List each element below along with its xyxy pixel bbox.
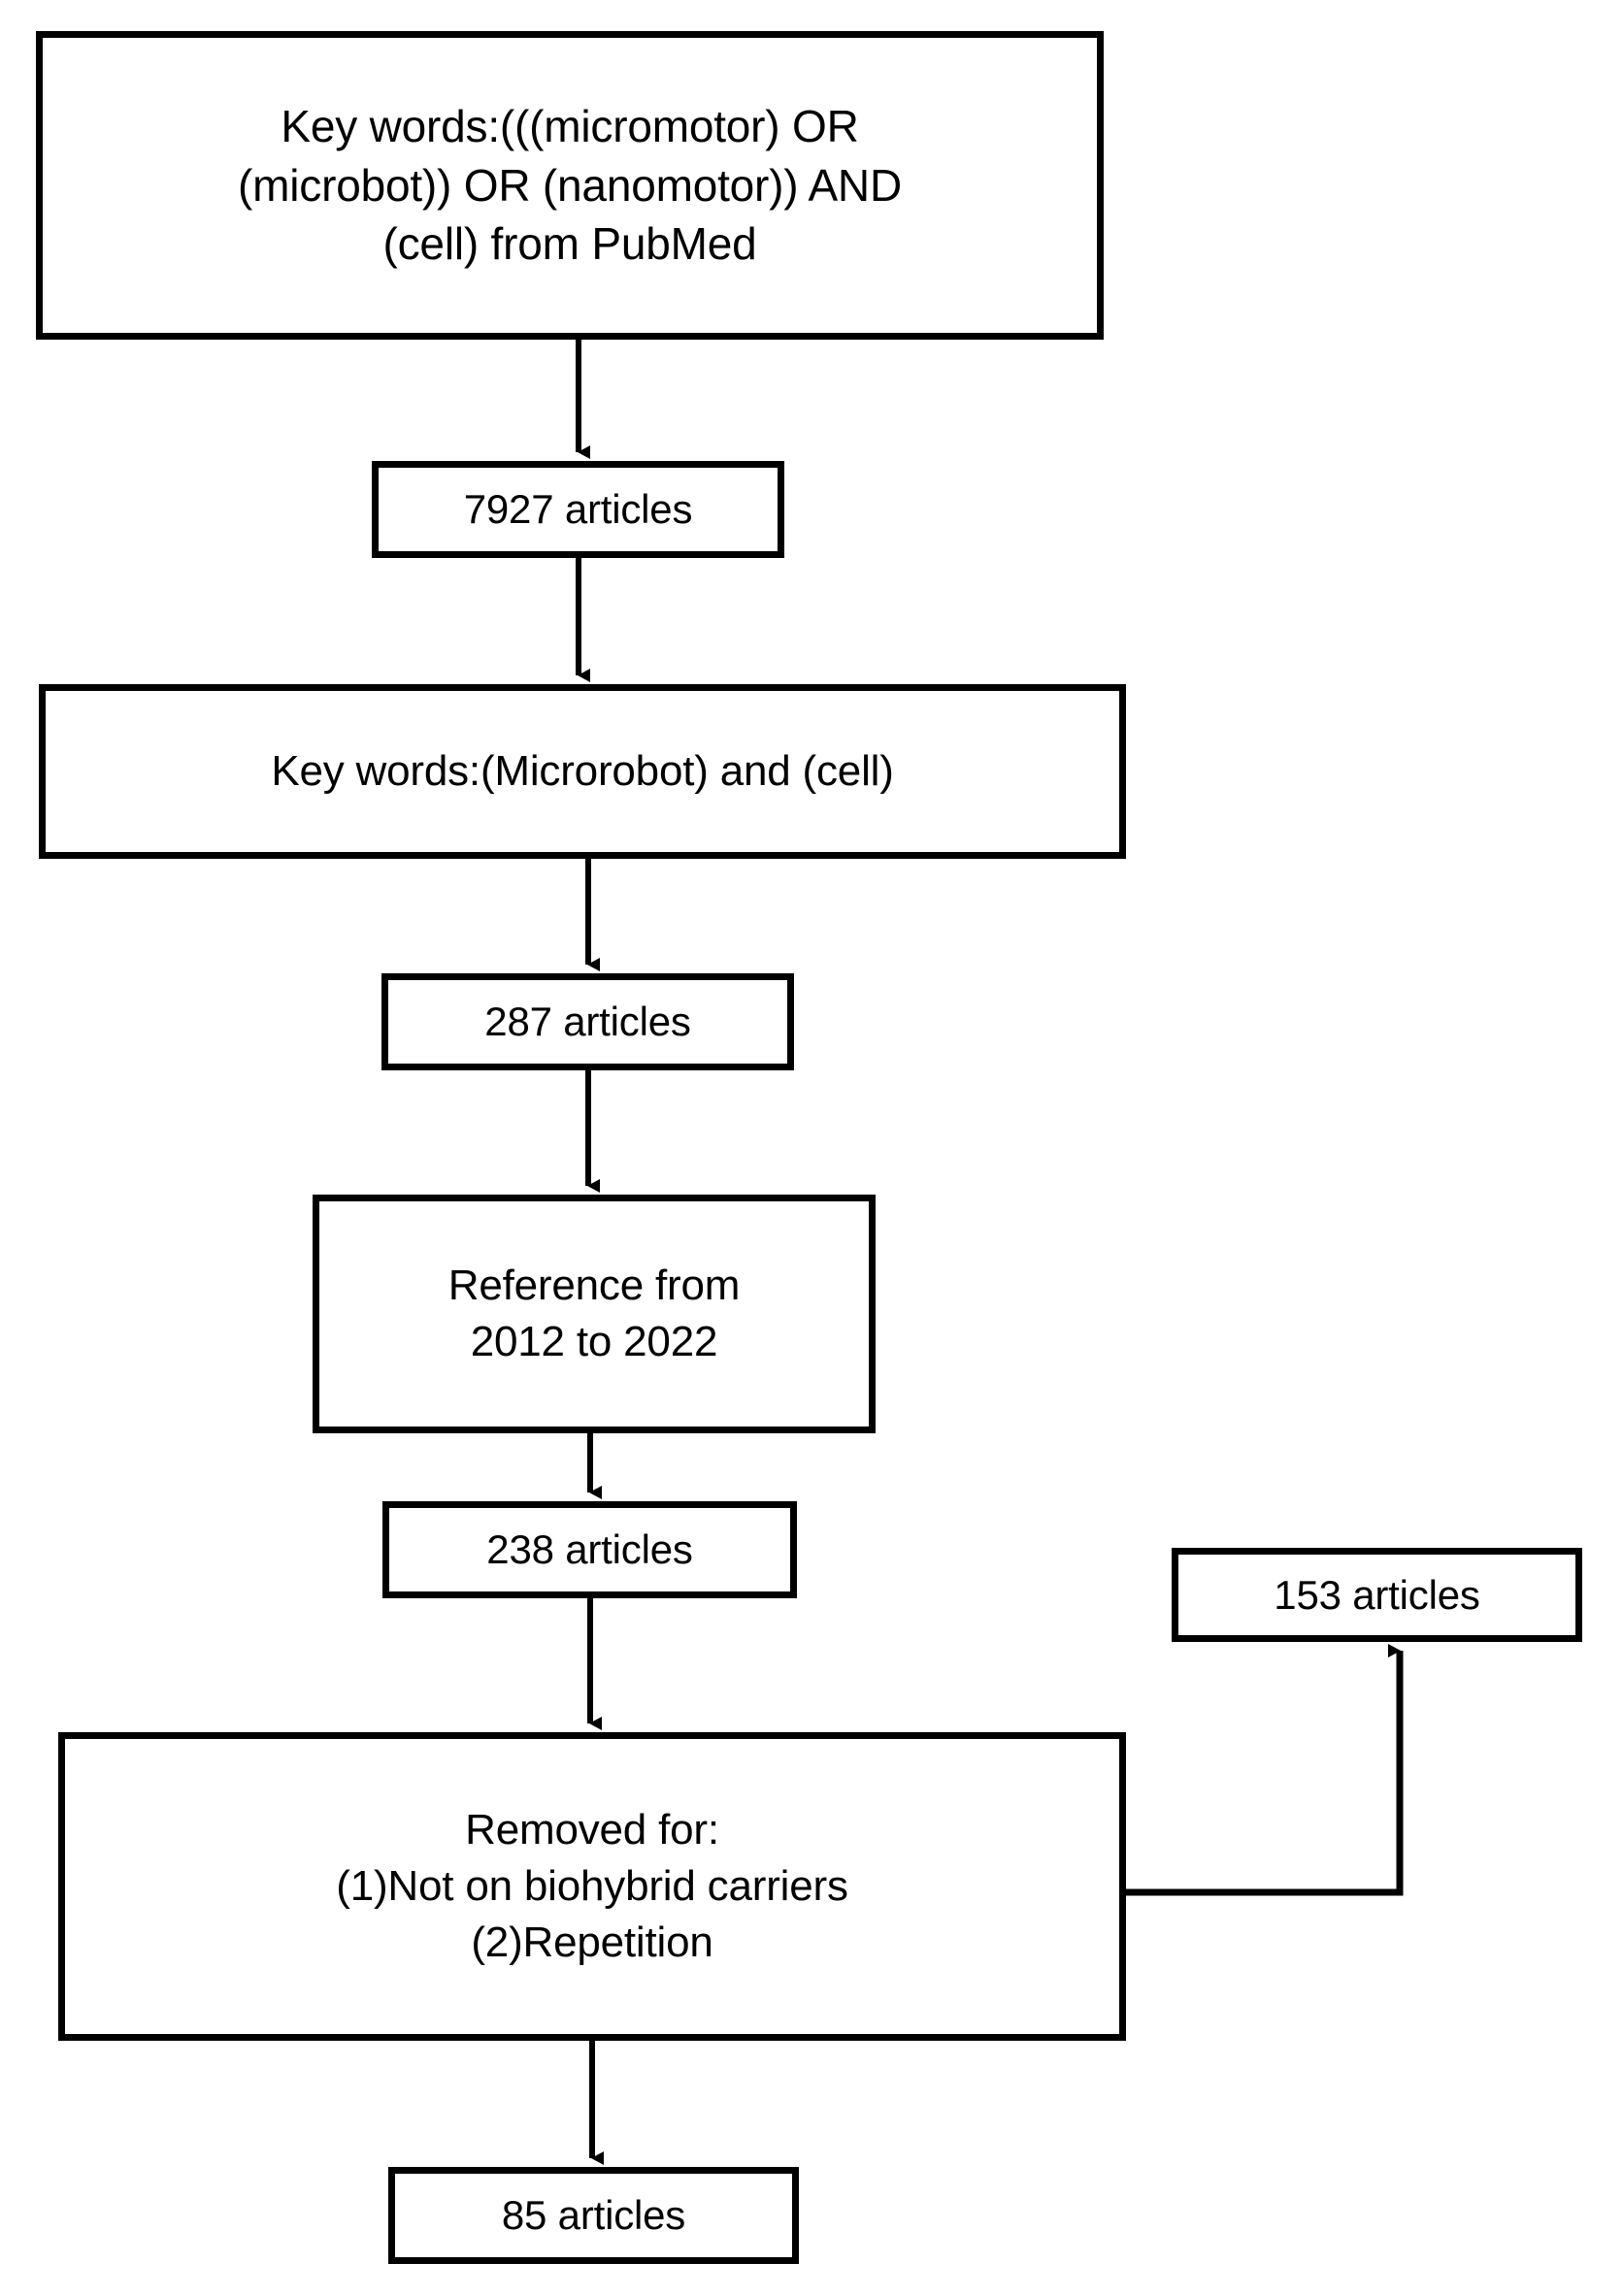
node-microrobot-label: Key words:(Microrobot) and (cell) (271, 746, 894, 795)
node-removed-line-1: Removed for: (465, 1805, 719, 1853)
edge-removed-to-153 (1126, 1644, 1404, 1896)
node-238-label: 238 articles (486, 1526, 693, 1573)
node-reference-line-1: Reference from (447, 1261, 741, 1309)
node-153-label: 153 articles (1274, 1571, 1480, 1618)
node-85-label: 85 articles (501, 2192, 686, 2239)
node-count-7927-articles: 7927 articles (372, 461, 784, 558)
node-removed-for-reasons: Removed for: (1)Not on biohybrid carrier… (58, 1732, 1126, 2041)
node-query-line-1: Key words:(((micromotor) OR (281, 100, 859, 151)
node-count-238-articles: 238 articles (382, 1501, 797, 1598)
node-query-line-3: (cell) from PubMed (382, 218, 757, 270)
node-query-line-2: (microbot)) OR (nanomotor)) AND (238, 159, 902, 211)
node-search-query-pubmed: Key words:(((micromotor) OR (microbot)) … (36, 31, 1104, 340)
node-search-query-microrobot: Key words:(Microrobot) and (cell) (39, 684, 1126, 859)
node-count-153-articles: 153 articles (1172, 1548, 1582, 1642)
node-reference-line-2: 2012 to 2022 (470, 1318, 718, 1365)
node-removed-line-3: (2)Repetition (471, 1919, 713, 1967)
node-removed-line-2: (1)Not on biohybrid carriers (336, 1861, 848, 1910)
node-count-85-articles: 85 articles (388, 2167, 799, 2264)
node-7927-label: 7927 articles (463, 486, 693, 533)
node-287-label: 287 articles (484, 999, 691, 1045)
node-reference-year-range: Reference from 2012 to 2022 (313, 1195, 876, 1433)
node-count-287-articles: 287 articles (381, 973, 794, 1070)
